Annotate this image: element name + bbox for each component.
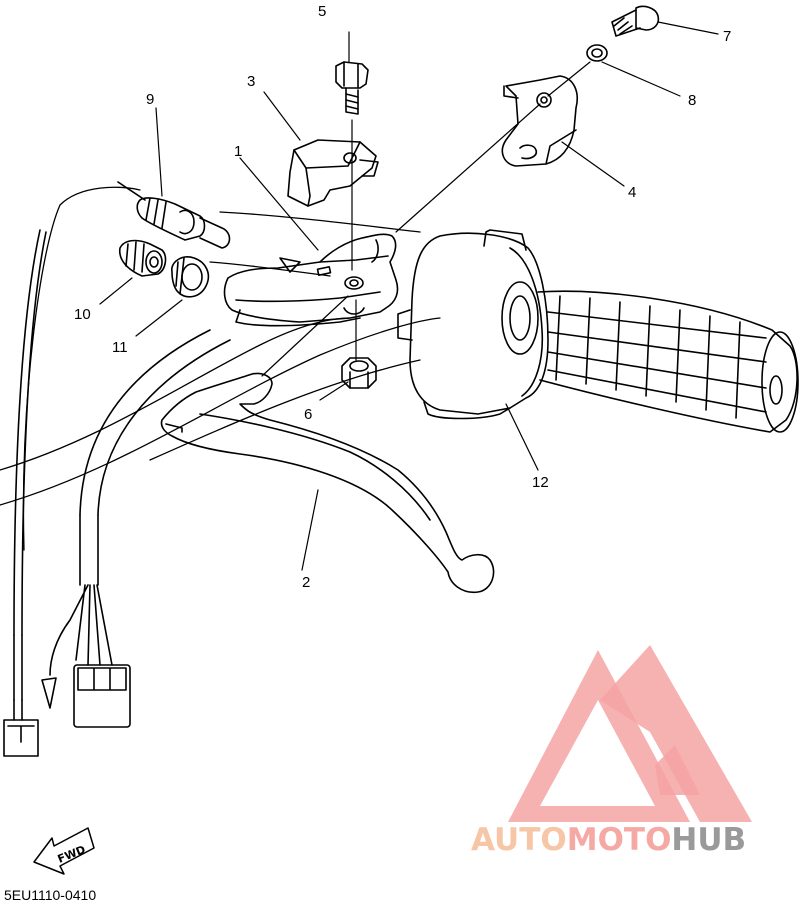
adjuster-ring <box>171 256 210 298</box>
callout-2: 2 <box>302 574 310 591</box>
screw <box>611 5 660 37</box>
assembly-line-clamp <box>395 61 591 233</box>
clutch-switch <box>117 181 231 249</box>
callout-11: 11 <box>112 339 128 356</box>
watermark-logo-mark <box>508 645 752 822</box>
pivot-bolt <box>335 61 369 115</box>
bracket-clamp <box>501 75 578 167</box>
callout-1: 1 <box>234 143 242 160</box>
callout-6: 6 <box>304 406 312 423</box>
forward-arrow: FWD <box>33 827 95 875</box>
clutch-lever <box>160 372 495 594</box>
assembly-line-bolt <box>351 119 357 361</box>
clutch-switch-block <box>287 139 379 207</box>
cable-harness-left <box>3 229 47 757</box>
callout-10: 10 <box>74 306 91 323</box>
cable-harness-right <box>41 329 231 728</box>
diagram-code: 5EU1110-0410 <box>4 887 96 902</box>
leader-lines <box>99 21 719 571</box>
watermark-text: AUTOMOTOHUB <box>471 822 746 858</box>
callout-5: 5 <box>318 3 326 20</box>
callout-3: 3 <box>247 73 255 90</box>
pivot-nut <box>341 357 377 389</box>
washer <box>586 44 608 62</box>
callout-4: 4 <box>628 184 636 201</box>
frame-outline <box>0 186 441 551</box>
throttle-grip <box>537 290 799 433</box>
callout-12: 12 <box>532 474 549 491</box>
callout-8: 8 <box>688 92 696 109</box>
watermark-part3: HUB <box>671 822 746 858</box>
callout-9: 9 <box>146 91 154 108</box>
watermark-part1: AUTO <box>471 822 567 858</box>
lever-holder <box>223 233 399 327</box>
assembly-line-lever <box>261 295 349 377</box>
throttle-housing <box>397 229 549 420</box>
forward-label: FWD <box>56 843 88 866</box>
callout-7: 7 <box>723 28 731 45</box>
watermark-part2: MOTO <box>567 822 672 858</box>
callout-labels: 1 2 3 4 5 6 7 8 9 10 11 12 <box>74 3 731 591</box>
locknut <box>118 239 167 277</box>
